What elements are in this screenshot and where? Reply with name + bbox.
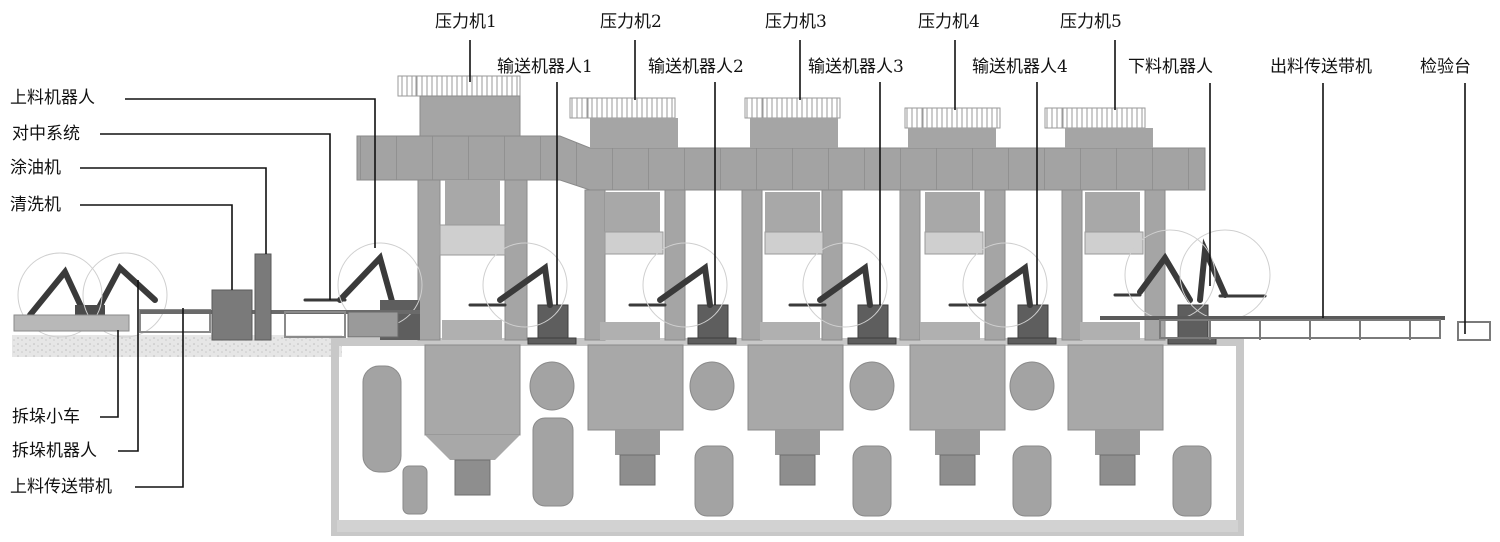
label-transfer-robot-2: 输送机器人2 [648,57,744,77]
loading-line-equipment [13,253,420,341]
label-loading-conveyor: 上料传送带机 [10,477,112,497]
label-oiling-machine: 涂油机 [10,158,61,178]
label-inspection-table: 检验台 [1420,57,1471,77]
label-press-4: 压力机4 [918,12,980,32]
label-press-3: 压力机3 [765,12,827,32]
label-loading-robot: 上料机器人 [10,88,95,108]
label-centering-system: 对中系统 [12,124,80,144]
press-5-body [1044,107,1166,486]
label-destacking-cart: 拆垛小车 [12,407,80,427]
label-unloading-robot: 下料机器人 [1128,57,1213,77]
robot-reach-arcs [17,229,1271,338]
label-transfer-robot-3: 输送机器人3 [808,57,904,77]
press-group [397,75,1166,496]
press-3-body [741,97,844,486]
label-output-conveyor: 出料传送带机 [1270,57,1372,77]
label-transfer-robot-4: 输送机器人4 [972,57,1068,77]
pit-tanks [362,361,1212,517]
output-line-equipment [1100,316,1491,341]
foundation-pit [331,338,1244,536]
press-1-body [397,75,528,496]
robot-pedestals [527,304,1217,345]
press-2-body [569,97,686,486]
label-destacking-robot: 拆垛机器人 [12,441,97,461]
label-press-5: 压力机5 [1060,12,1122,32]
label-press-2: 压力机2 [600,12,662,32]
label-press-1: 压力机1 [435,12,497,32]
label-washing-machine: 清洗机 [10,195,61,215]
ground-slab [12,335,342,357]
label-transfer-robot-1: 输送机器人1 [497,57,593,77]
press-4-body [899,107,1006,486]
leader-lines [80,40,1466,488]
